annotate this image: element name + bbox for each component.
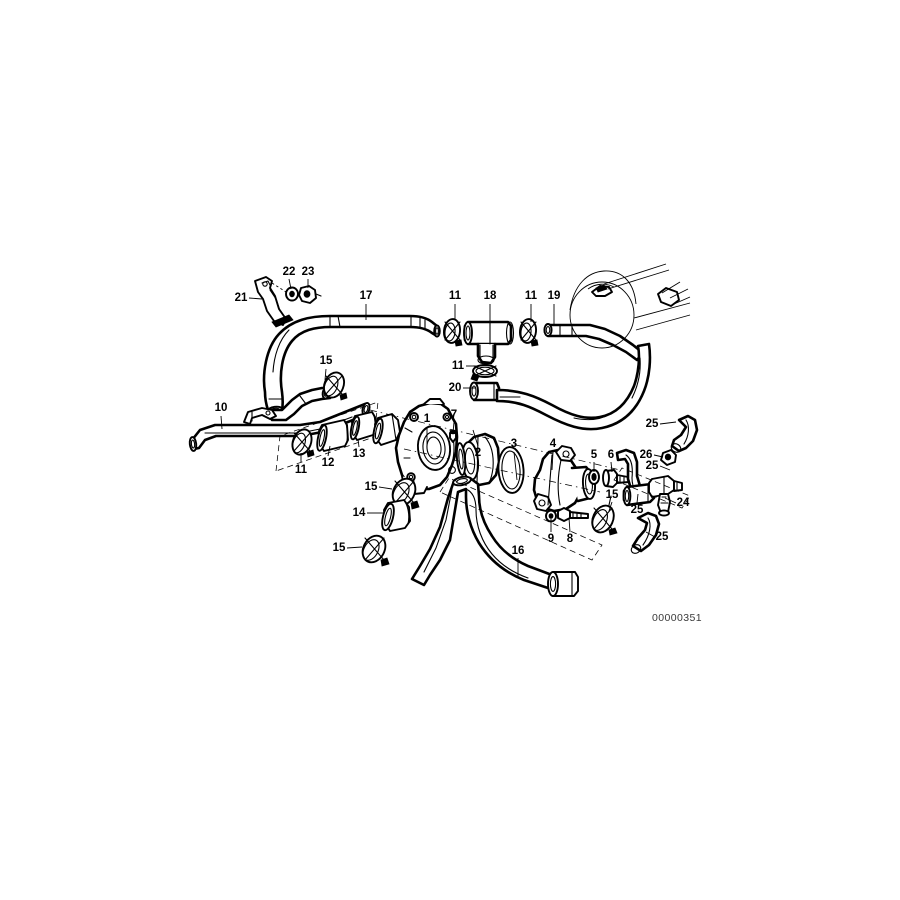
callout-leader-lines: [220, 278, 677, 576]
part-bracket-21: [254, 276, 294, 328]
callout-leader-7: [452, 421, 455, 434]
callout-label-4: 4: [550, 438, 557, 450]
callout-leader-26: [653, 454, 664, 458]
callout-label-25a: 25: [646, 418, 659, 430]
part-lower-radiator-hose-16: [410, 475, 579, 597]
part-t-connector-18: [463, 320, 515, 365]
part-hose-clamp-11c: [518, 318, 539, 347]
part-nut-23: [298, 285, 322, 304]
callout-label-8: 8: [567, 533, 574, 545]
callout-leader-10: [220, 415, 223, 430]
part-hose-clamp-15d: [591, 504, 618, 536]
callout-label-14: 14: [353, 507, 366, 519]
callout-leader-13: [357, 438, 360, 448]
part-rubber-sleeve-14: [381, 499, 411, 532]
part-washer-22: [285, 286, 299, 302]
callout-leader-2: [472, 429, 479, 447]
callout-leader-25a: [659, 421, 677, 425]
callout-label-18: 18: [484, 290, 497, 302]
part-o-ring-3: [497, 446, 525, 494]
assembly-dashed-guides: [275, 401, 691, 561]
callout-label-15b: 15: [365, 481, 378, 493]
callout-label-25d: 25: [656, 531, 669, 543]
diagram-watermark: 00000351: [652, 612, 702, 624]
callout-leader-25b: [659, 465, 671, 471]
callout-label-10: 10: [215, 402, 228, 414]
callout-label-16: 16: [512, 545, 525, 557]
part-rubber-sleeve-12: [316, 419, 349, 452]
callout-label-7: 7: [451, 409, 457, 421]
part-hose-clamp-15a: [322, 371, 348, 401]
callout-label-21: 21: [235, 292, 248, 304]
callout-label-15d: 15: [606, 489, 619, 501]
callout-leader-3: [513, 451, 518, 481]
callout-label-20: 20: [449, 382, 462, 394]
callout-label-25b: 25: [646, 460, 659, 472]
part-pump-inlet-stub: [372, 413, 401, 446]
callout-leader-24: [664, 497, 677, 504]
callout-label-11c: 11: [525, 290, 538, 302]
callout-leader-22: [288, 278, 292, 290]
callout-leader-25d: [645, 531, 656, 538]
callout-label-1: 1: [424, 413, 431, 425]
callout-leader-4: [551, 451, 554, 471]
part-upper-hose-17: [262, 314, 441, 415]
callout-label-23: 23: [302, 266, 315, 278]
callout-label-3: 3: [511, 438, 517, 450]
callout-label-17: 17: [360, 290, 373, 302]
callout-label-5: 5: [591, 449, 598, 461]
callout-leader-21: [248, 297, 263, 300]
callout-leader-6: [610, 461, 613, 473]
callout-label-11b: 11: [449, 290, 462, 302]
callout-label-2: 2: [475, 447, 481, 459]
callout-leader-8: [568, 517, 571, 533]
part-hex-bolt-8: [557, 507, 589, 522]
part-hose-elbow-19: [543, 323, 645, 362]
part-hose-25d: [630, 511, 661, 554]
callout-leader-15d: [608, 501, 613, 512]
callout-label-11: 11: [295, 464, 308, 476]
callout-leader-15c: [346, 546, 363, 549]
callout-label-15c: 15: [333, 542, 346, 554]
part-clip-26: [660, 449, 677, 466]
part-hose-clamp-11: [291, 428, 315, 458]
part-rubber-sleeve-13: [349, 411, 377, 441]
callout-leader-15a: [324, 368, 327, 381]
part-expansion-tank: [569, 263, 691, 349]
callout-leader-15b: [378, 486, 393, 490]
part-washer-9: [545, 509, 557, 523]
callout-leader-25c: [636, 493, 639, 504]
part-hose-clamp-15e: [608, 495, 612, 506]
callout-label-9: 9: [548, 533, 554, 545]
part-temperature-switch-6: [602, 469, 637, 488]
part-hose-25a: [670, 414, 699, 453]
callout-label-15a: 15: [320, 355, 333, 367]
part-connector-24: [648, 475, 683, 517]
callout-label-22: 22: [283, 266, 296, 278]
callout-label-25c: 25: [631, 504, 644, 516]
callout-label-11d: 11: [452, 360, 465, 372]
part-thermostat-housing-4: [532, 445, 597, 513]
part-water-pump-housing-1: [394, 398, 459, 495]
callout-label-13: 13: [353, 448, 366, 460]
callout-leader-12: [327, 445, 331, 457]
part-hose-clamp-11b: [442, 318, 463, 347]
part-hose-clamp-11d: [470, 364, 498, 382]
part-hose-stub-20: [469, 381, 501, 402]
callout-label-6: 6: [608, 449, 614, 461]
callout-label-19: 19: [548, 290, 561, 302]
callout-label-26: 26: [640, 449, 653, 461]
part-washer-5: [588, 469, 600, 485]
callout-label-24: 24: [677, 497, 690, 509]
part-tank-return-hose: [495, 342, 652, 431]
callout-label-12: 12: [322, 457, 335, 469]
part-hose-clamp-15c: [361, 534, 390, 567]
